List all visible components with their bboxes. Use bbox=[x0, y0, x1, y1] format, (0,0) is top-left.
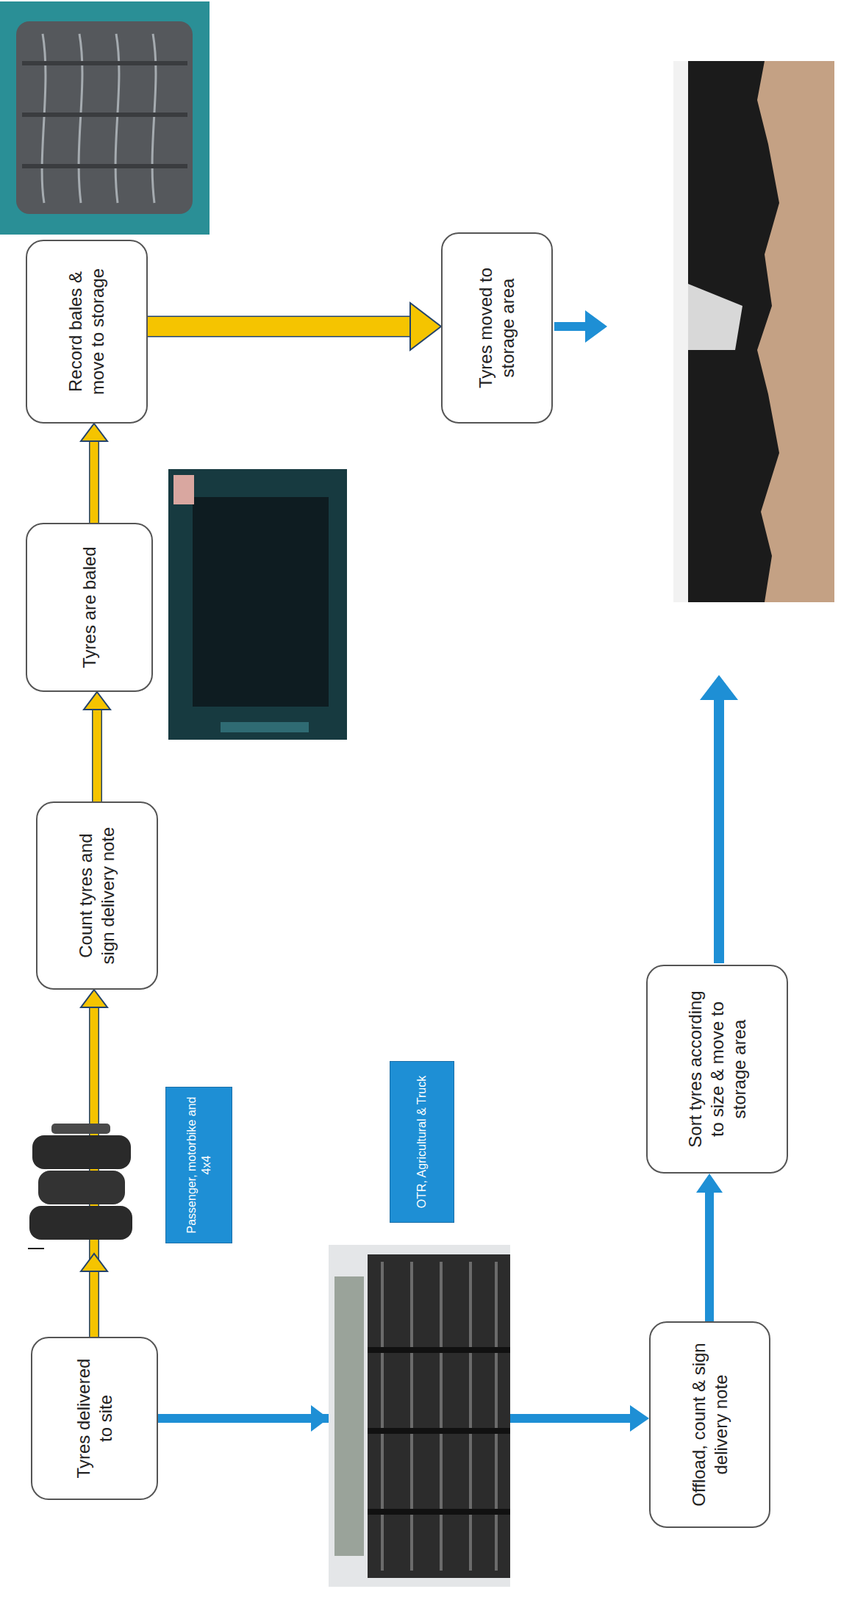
step-text: Sort tyres according to size & move to s… bbox=[684, 980, 751, 1158]
storage-photo bbox=[673, 61, 835, 603]
process-box: Sort tyres according to size & move to s… bbox=[646, 964, 789, 1174]
arrow-outline bbox=[91, 709, 103, 802]
arrow-line bbox=[147, 326, 150, 328]
bale-photo bbox=[0, 1, 210, 235]
arrow-head bbox=[80, 989, 108, 1008]
arrow-line bbox=[90, 441, 99, 523]
tyre bbox=[29, 1205, 133, 1240]
arrow-head bbox=[83, 691, 111, 710]
baler-chamber bbox=[192, 496, 329, 707]
process-box: Tyres moved to storage area bbox=[441, 232, 553, 424]
category-tag: Passenger, motorbike and 4x4 bbox=[165, 1086, 233, 1244]
photo-trees bbox=[334, 1276, 364, 1556]
arrow-outline bbox=[147, 316, 411, 338]
tyre bbox=[32, 1135, 131, 1169]
photo-detail bbox=[220, 721, 309, 733]
tag-text: OTR, Agricultural & Truck bbox=[414, 1075, 430, 1209]
process-box: Count tyres and sign delivery note bbox=[36, 801, 159, 990]
arrow-head bbox=[699, 674, 739, 700]
tyre bbox=[38, 1170, 125, 1205]
bale-wire bbox=[41, 33, 156, 203]
step-text: Count tyres and sign delivery note bbox=[74, 817, 120, 974]
tag-text: Passenger, motorbike and 4x4 bbox=[184, 1094, 214, 1236]
arrow-outline bbox=[88, 441, 100, 523]
flow-arrow bbox=[147, 302, 442, 350]
process-box: Tyres delivered to site bbox=[30, 1336, 159, 1500]
ground bbox=[673, 61, 835, 603]
arrow-head bbox=[630, 1404, 650, 1432]
tyre-bale bbox=[16, 21, 193, 214]
flow-arrow bbox=[80, 423, 108, 523]
step-text: Offload, count & sign delivery note bbox=[688, 1337, 733, 1512]
otr-stack-photo bbox=[328, 1244, 511, 1587]
arrow-head bbox=[585, 310, 608, 343]
arrow-line bbox=[713, 698, 725, 964]
photo-ground bbox=[328, 1244, 511, 1587]
photo-detail bbox=[27, 1247, 45, 1250]
tyre-piles bbox=[688, 61, 780, 603]
arrow-line bbox=[704, 1192, 714, 1322]
baler-photo bbox=[168, 469, 347, 740]
category-tag: OTR, Agricultural & Truck bbox=[389, 1060, 455, 1223]
sky bbox=[688, 283, 743, 350]
arrow-head bbox=[410, 302, 442, 350]
photo-ground bbox=[168, 469, 347, 740]
process-box: Record bales & move to storage bbox=[25, 239, 148, 424]
tyre-stack-photo bbox=[27, 1123, 133, 1249]
tyre bbox=[51, 1123, 111, 1134]
step-text: Tyres moved to storage area bbox=[474, 248, 520, 408]
arrow-head bbox=[80, 423, 108, 442]
arrow-head bbox=[696, 1173, 723, 1193]
arrow-line bbox=[147, 316, 411, 336]
step-text: Record bales & move to storage bbox=[64, 255, 109, 408]
arrow-line bbox=[554, 321, 587, 331]
arrow-head bbox=[80, 1253, 108, 1272]
step-text: Tyres are baled bbox=[78, 546, 101, 668]
process-box: Tyres are baled bbox=[25, 522, 153, 692]
sky bbox=[673, 61, 689, 603]
flow-arrow bbox=[83, 691, 111, 802]
arrow-line bbox=[93, 709, 102, 802]
tyre-pile bbox=[367, 1254, 511, 1578]
arrow-head bbox=[310, 1404, 329, 1432]
flow-arrow bbox=[696, 1173, 723, 1322]
tyre-rows bbox=[382, 1261, 497, 1571]
photo-detail bbox=[173, 474, 195, 505]
step-text: Tyres delivered to site bbox=[72, 1352, 117, 1484]
process-box: Offload, count & sign delivery note bbox=[649, 1321, 771, 1528]
photo-ground bbox=[0, 1, 210, 235]
tyre-edge bbox=[22, 63, 188, 167]
tyre-rows bbox=[367, 1349, 511, 1512]
